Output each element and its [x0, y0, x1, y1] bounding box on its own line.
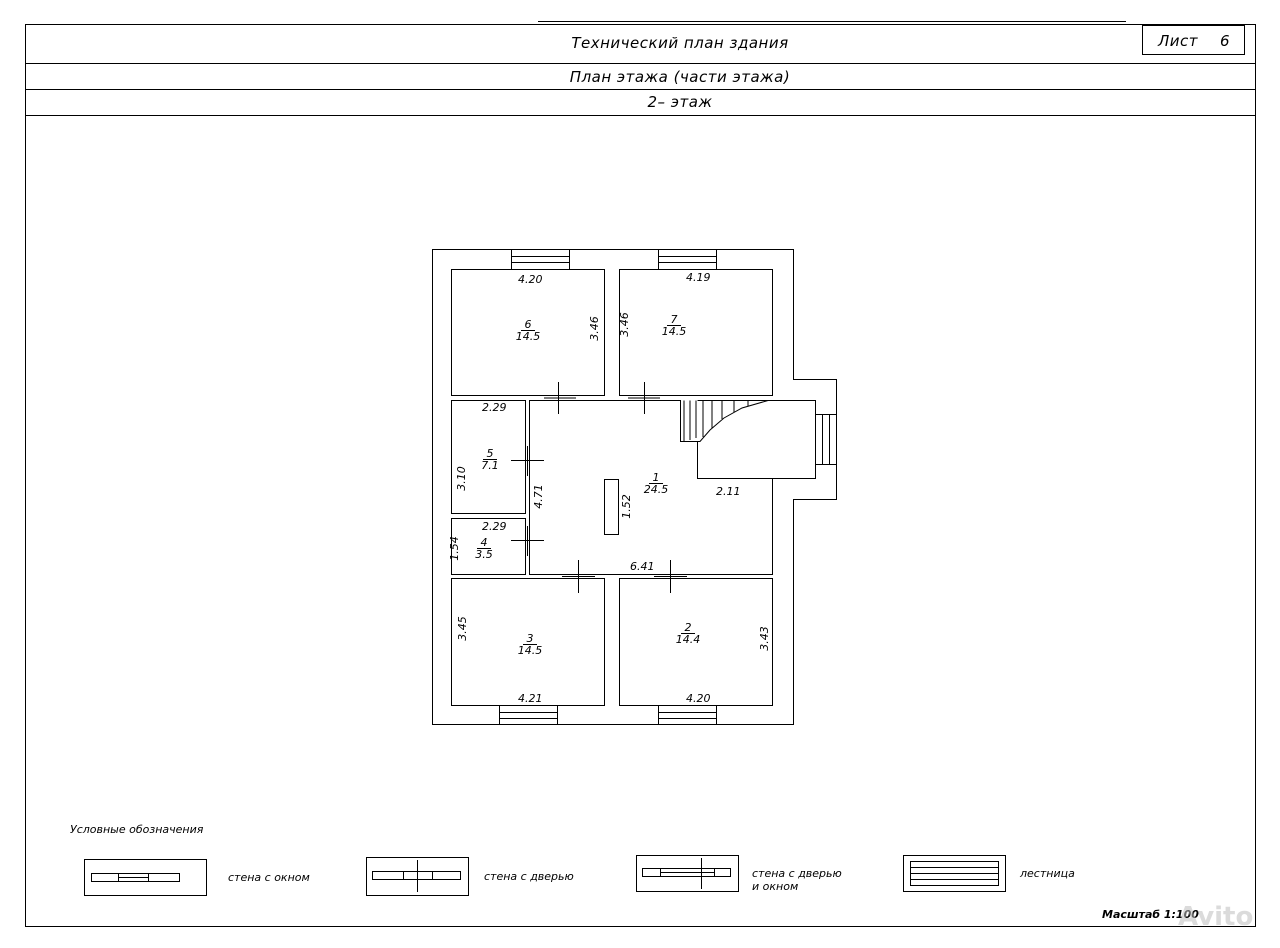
legend-wall-window-symbol [84, 859, 207, 896]
page-title: Технический план здания [571, 34, 789, 52]
legend-title: Условные обозначения [70, 823, 204, 836]
dim-room-4-width: 2.29 [482, 520, 507, 533]
dim-room-5-width: 2.29 [482, 401, 507, 414]
room-5-outline [451, 400, 526, 514]
stair-flight [680, 400, 769, 442]
avito-watermark: Avito [1178, 902, 1254, 932]
door-room-7 [628, 382, 660, 414]
dim-room-7-width: 4.19 [686, 271, 711, 284]
legend-wall-door-label: стена с дверью [484, 870, 574, 883]
door-room-6 [544, 382, 576, 414]
sheet-label: Лист [1158, 32, 1199, 50]
window-room-3 [499, 705, 558, 725]
legend-wall-window-label: стена с окном [228, 871, 310, 884]
plan-subtitle: План этажа (части этажа) [569, 68, 791, 86]
dim-room-3-width: 4.21 [518, 692, 543, 705]
sheet-number: 6 [1220, 32, 1231, 50]
legend-stairs-symbol [903, 855, 1006, 892]
room-4-outline [451, 518, 526, 575]
door-room-3 [562, 560, 595, 593]
door-room-2 [654, 560, 687, 593]
legend-wall-door-symbol [366, 857, 469, 896]
dim-hall-width: 2.11 [716, 485, 741, 498]
window-room-6 [511, 249, 570, 270]
stair-steps [683, 400, 749, 442]
legend-wall-door-window-symbol [636, 855, 739, 892]
dim-room-2-width: 4.20 [686, 692, 711, 705]
legend-wall-door-window-label-1: стена с дверью [752, 867, 842, 880]
floor-label: 2– этаж [647, 93, 713, 111]
door-room-4 [511, 526, 544, 556]
dim-hall-bottom: 6.41 [630, 560, 655, 573]
door-room-5 [511, 446, 544, 476]
legend-wall-door-window-label-2: и окном [752, 880, 799, 893]
shaft [604, 479, 619, 535]
window-room-2 [658, 705, 717, 725]
window-room-7 [658, 249, 717, 270]
legend-stairs-label: лестница [1020, 867, 1075, 880]
scale-label: Масштаб 1:100 [1102, 908, 1199, 921]
window-stair [815, 414, 837, 465]
dim-room-6-width: 4.20 [518, 273, 543, 286]
